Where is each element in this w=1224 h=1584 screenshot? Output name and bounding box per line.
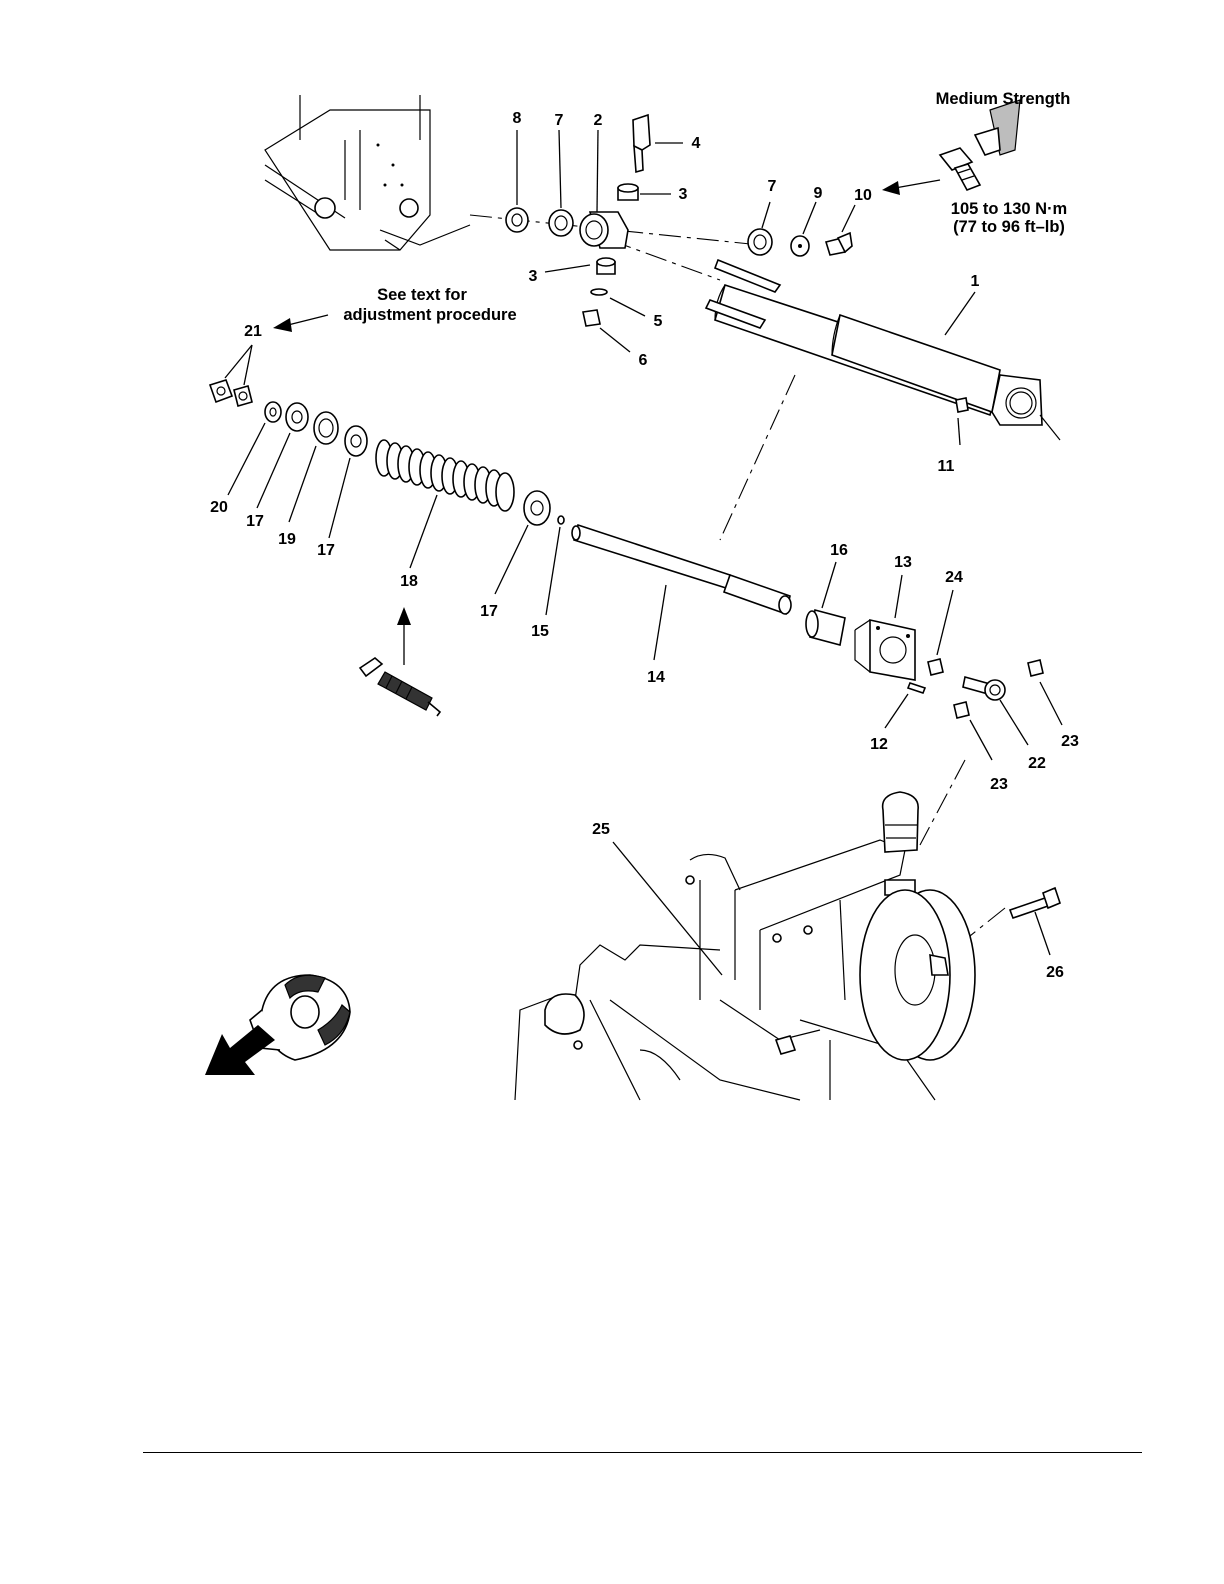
part-label: 7 bbox=[555, 112, 564, 129]
notes: Medium Strength 105 to 130 N·m (77 to 96… bbox=[343, 90, 1070, 324]
part-label: 14 bbox=[647, 669, 665, 686]
grease-gun-icon bbox=[360, 658, 440, 716]
part-label: 26 bbox=[1046, 964, 1064, 981]
part-label: 25 bbox=[592, 821, 610, 838]
part-label: 2 bbox=[594, 112, 603, 129]
part-label: 23 bbox=[1061, 733, 1079, 750]
part-label: 17 bbox=[317, 542, 335, 559]
part-label: 9 bbox=[814, 185, 823, 202]
part-label: 20 bbox=[210, 499, 228, 516]
part-label: 11 bbox=[938, 458, 955, 475]
part-label: 6 bbox=[639, 352, 648, 369]
front-direction-arrow-icon bbox=[205, 975, 350, 1075]
caster-wheel-frame-drawing bbox=[515, 792, 1060, 1100]
part-label: 16 bbox=[830, 542, 848, 559]
part-label: 17 bbox=[480, 603, 498, 620]
lift-arm-tube bbox=[706, 260, 1060, 440]
rod-end-hardware bbox=[806, 610, 1043, 718]
part-label: 8 bbox=[513, 110, 522, 127]
torque-imperial-note: (77 to 96 ft–lb) bbox=[953, 218, 1065, 236]
part-number-labels: 8 7 2 4 3 7 9 10 3 1 5 6 21 11 20 17 19 … bbox=[210, 110, 1079, 981]
part-label: 17 bbox=[246, 513, 264, 530]
part-label: 3 bbox=[679, 186, 688, 203]
threadlocker-bottle-icon bbox=[940, 100, 1020, 190]
part-label: 21 bbox=[244, 323, 262, 340]
part-label: 15 bbox=[531, 623, 549, 640]
part-label: 22 bbox=[1028, 755, 1046, 772]
adjustment-note-line1: See text for bbox=[377, 286, 467, 304]
part-label: 18 bbox=[400, 573, 418, 590]
frame-mount-drawing bbox=[265, 95, 470, 250]
part-label: 1 bbox=[971, 273, 980, 290]
part-label: 7 bbox=[768, 178, 777, 195]
pivot-hardware bbox=[506, 115, 650, 326]
bolt-hardware bbox=[748, 229, 852, 256]
part-label: 12 bbox=[870, 736, 888, 753]
part-label: 10 bbox=[854, 187, 872, 204]
part-label: 5 bbox=[654, 313, 663, 330]
part-label: 3 bbox=[529, 268, 538, 285]
part-label: 13 bbox=[894, 554, 912, 571]
part-label: 23 bbox=[990, 776, 1008, 793]
spring-assembly bbox=[210, 380, 564, 525]
footer-rule bbox=[143, 1452, 1142, 1453]
part-label: 24 bbox=[945, 569, 963, 586]
part-label: 4 bbox=[692, 135, 701, 152]
spring-rod bbox=[572, 525, 791, 614]
medium-strength-note: Medium Strength bbox=[936, 90, 1071, 108]
part-label: 19 bbox=[278, 531, 296, 548]
torque-metric-note: 105 to 130 N·m bbox=[951, 200, 1067, 218]
adjustment-note-line2: adjustment procedure bbox=[343, 306, 516, 324]
